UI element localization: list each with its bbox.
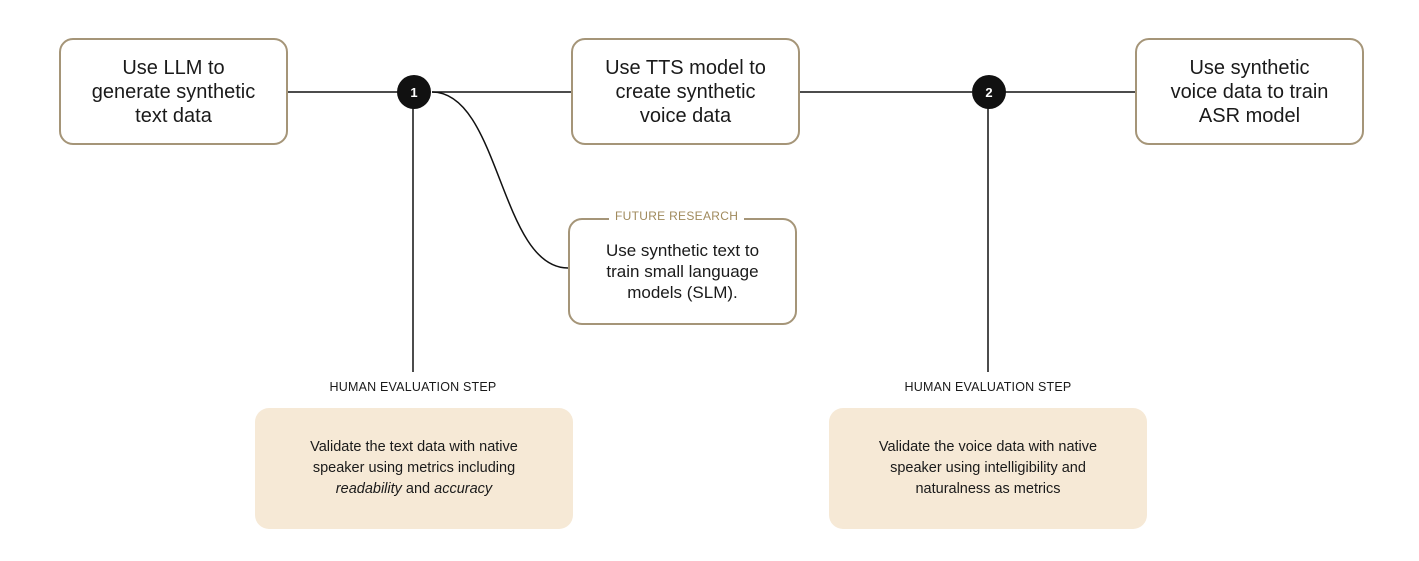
metric-and: and	[401, 481, 435, 497]
step-node-2: 2	[972, 75, 1006, 109]
asr-box-line: voice data to train	[1170, 80, 1329, 103]
eval-text-line: Validate the text data with native	[310, 439, 518, 455]
llm-box-line: generate synthetic	[91, 80, 256, 103]
llm-box-line: Use LLM to	[122, 56, 225, 79]
step-number: 2	[985, 84, 993, 100]
tts-create-voice-box: Use TTS model to create synthetic voice …	[571, 38, 800, 145]
step-node-1: 1	[397, 75, 431, 109]
eval-text-line: readability and accuracy	[310, 479, 518, 500]
tts-box-line: Use TTS model to	[605, 56, 766, 79]
connector-step1-to-future	[431, 91, 569, 269]
eval-text-line: speaker using metrics including	[312, 460, 516, 476]
future-research-box: Use synthetic text to train small langua…	[568, 218, 797, 325]
llm-box-line: text data	[135, 104, 212, 127]
human-evaluation-label-left: HUMAN EVALUATION STEP	[329, 380, 497, 394]
llm-generate-text-box: Use LLM to generate synthetic text data	[59, 38, 288, 145]
asr-box-line: ASR model	[1198, 104, 1301, 127]
eval-voice-line: speaker using intelligibility and	[890, 460, 1086, 476]
eval-voice-line: Validate the voice data with native	[878, 439, 1098, 455]
metric-readability: readability	[335, 481, 402, 497]
voice-validation-box: Validate the voice data with native spea…	[829, 408, 1147, 529]
step-number: 1	[410, 84, 418, 100]
metric-accuracy: accuracy	[434, 481, 493, 497]
future-box-line: models (SLM).	[627, 283, 738, 302]
tts-box-line: voice data	[639, 104, 732, 127]
future-research-label: FUTURE RESEARCH	[609, 209, 745, 223]
tts-box-line: create synthetic	[615, 80, 756, 103]
eval-voice-line: naturalness as metrics	[915, 481, 1061, 497]
future-box-line: Use synthetic text to	[605, 241, 760, 260]
future-box-line: train small language	[606, 262, 759, 281]
asr-box-line: Use synthetic	[1189, 56, 1310, 79]
asr-train-box: Use synthetic voice data to train ASR mo…	[1135, 38, 1364, 145]
text-validation-box: Validate the text data with native speak…	[255, 408, 573, 529]
human-evaluation-label-right: HUMAN EVALUATION STEP	[904, 380, 1072, 394]
